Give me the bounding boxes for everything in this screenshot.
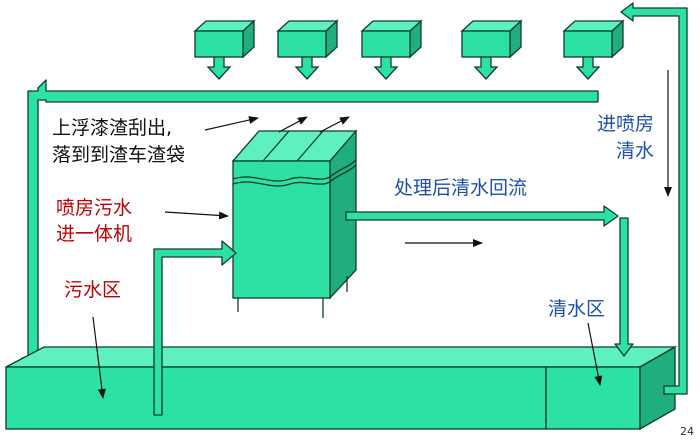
clean-drop-pipe	[614, 217, 634, 357]
treated-return-label: 处理后清水回流	[394, 177, 528, 199]
clean-zone-label: 清水区	[548, 298, 606, 320]
clean-water-zone	[545, 366, 641, 430]
booth-unit	[460, 19, 523, 80]
return-pipe	[620, 2, 688, 395]
arrow-to-machine-inlet	[164, 211, 229, 220]
booth-unit	[562, 19, 625, 80]
page-number: 24	[680, 425, 694, 438]
arrow-skim-out-2	[319, 116, 350, 133]
water-tank	[5, 345, 678, 431]
return-label-line1: 进喷房	[597, 113, 655, 135]
return-label-line2: 清水	[616, 140, 655, 162]
arrow-to-skim-top	[204, 116, 259, 131]
outlet-pipe	[345, 205, 619, 227]
inlet-label-line2: 进一体机	[56, 223, 133, 245]
arrow-to-dirty-zone	[92, 316, 106, 399]
treatment-machine	[231, 129, 358, 318]
skim-label-line2: 落到到渣车渣袋	[52, 144, 186, 166]
inlet-pipe	[153, 240, 237, 416]
pointer-arrows	[92, 70, 672, 399]
dirty-zone-label: 污水区	[64, 279, 122, 301]
spray-booth-units	[193, 19, 625, 80]
arrow-to-clean-zone	[587, 322, 603, 386]
booth-unit	[360, 19, 423, 80]
booth-unit	[276, 19, 339, 80]
dirty-water-zone	[5, 366, 547, 430]
booth-unit	[193, 19, 256, 80]
inlet-label-line1: 喷房污水	[56, 197, 133, 219]
arrow-skim-out-1	[278, 116, 308, 133]
tank-top	[5, 346, 678, 368]
skim-label-line1: 上浮漆渣刮出,	[52, 117, 173, 139]
tank-side	[639, 345, 676, 431]
